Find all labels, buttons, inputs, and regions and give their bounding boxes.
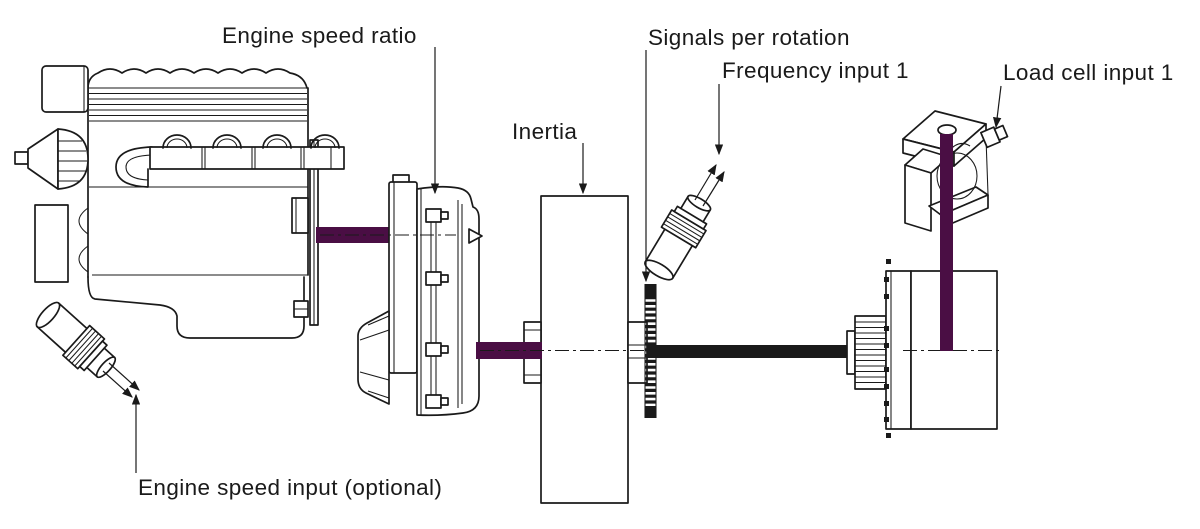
- engine-bracket: [34, 204, 69, 283]
- engine-speed-sensor: [35, 301, 140, 398]
- gearbox-flange-plate: [388, 181, 418, 374]
- valve-cover-ribs: [89, 87, 307, 122]
- brake-flange-bolts: [884, 259, 891, 438]
- manifold-log: [149, 146, 345, 170]
- label-engine-speed-input: Engine speed input (optional): [138, 475, 442, 500]
- wheel-right-hub: [627, 321, 648, 384]
- sensor-wire: [694, 163, 717, 201]
- gearbox-housing: [416, 185, 480, 417]
- engine-mount: [291, 197, 309, 234]
- sensor-wire: [108, 362, 140, 391]
- label-signals-per-rotation: Signals per rotation: [648, 25, 850, 50]
- manifold-hook: [115, 146, 153, 188]
- label-frequency-input: Frequency input 1: [722, 58, 909, 83]
- gearbox-bell: [357, 310, 390, 405]
- torque-rod: [940, 134, 953, 351]
- load-cell-rod-hole: [937, 124, 957, 136]
- inertia-disc: [540, 195, 629, 504]
- load-cell-s-cut: [936, 152, 978, 200]
- crank-pulley: [57, 128, 89, 190]
- gearbox-bolts: [425, 208, 449, 409]
- load-cell-body: [904, 164, 932, 232]
- air-box: [41, 65, 89, 113]
- sensor-wire: [702, 170, 725, 207]
- oil-pan: [87, 276, 305, 339]
- sensor-face: [644, 259, 674, 281]
- gearbox-drawing: [357, 174, 483, 417]
- inertia-wheel: [523, 195, 648, 504]
- frequency-sensor: [644, 163, 725, 281]
- encoder-disc: [644, 284, 657, 418]
- exhaust-ports: [162, 134, 340, 149]
- input-shaft-cone: [468, 228, 483, 244]
- label-engine-speed-ratio: Engine speed ratio: [222, 23, 417, 48]
- damper-stub: [14, 151, 29, 165]
- engine-drawing: [14, 65, 345, 339]
- valve-cover: [87, 68, 308, 89]
- label-inertia: Inertia: [512, 119, 577, 144]
- load-cell: [902, 110, 1009, 232]
- leader-load-cell-input: [992, 85, 1002, 129]
- label-load-cell-input: Load cell input 1: [1003, 60, 1174, 85]
- sensor-wire: [102, 370, 133, 398]
- damper-cone: [27, 128, 59, 190]
- dyno-shaft: [647, 345, 855, 358]
- load-cell-connector: [980, 124, 1009, 149]
- spline-coupling: [846, 315, 887, 390]
